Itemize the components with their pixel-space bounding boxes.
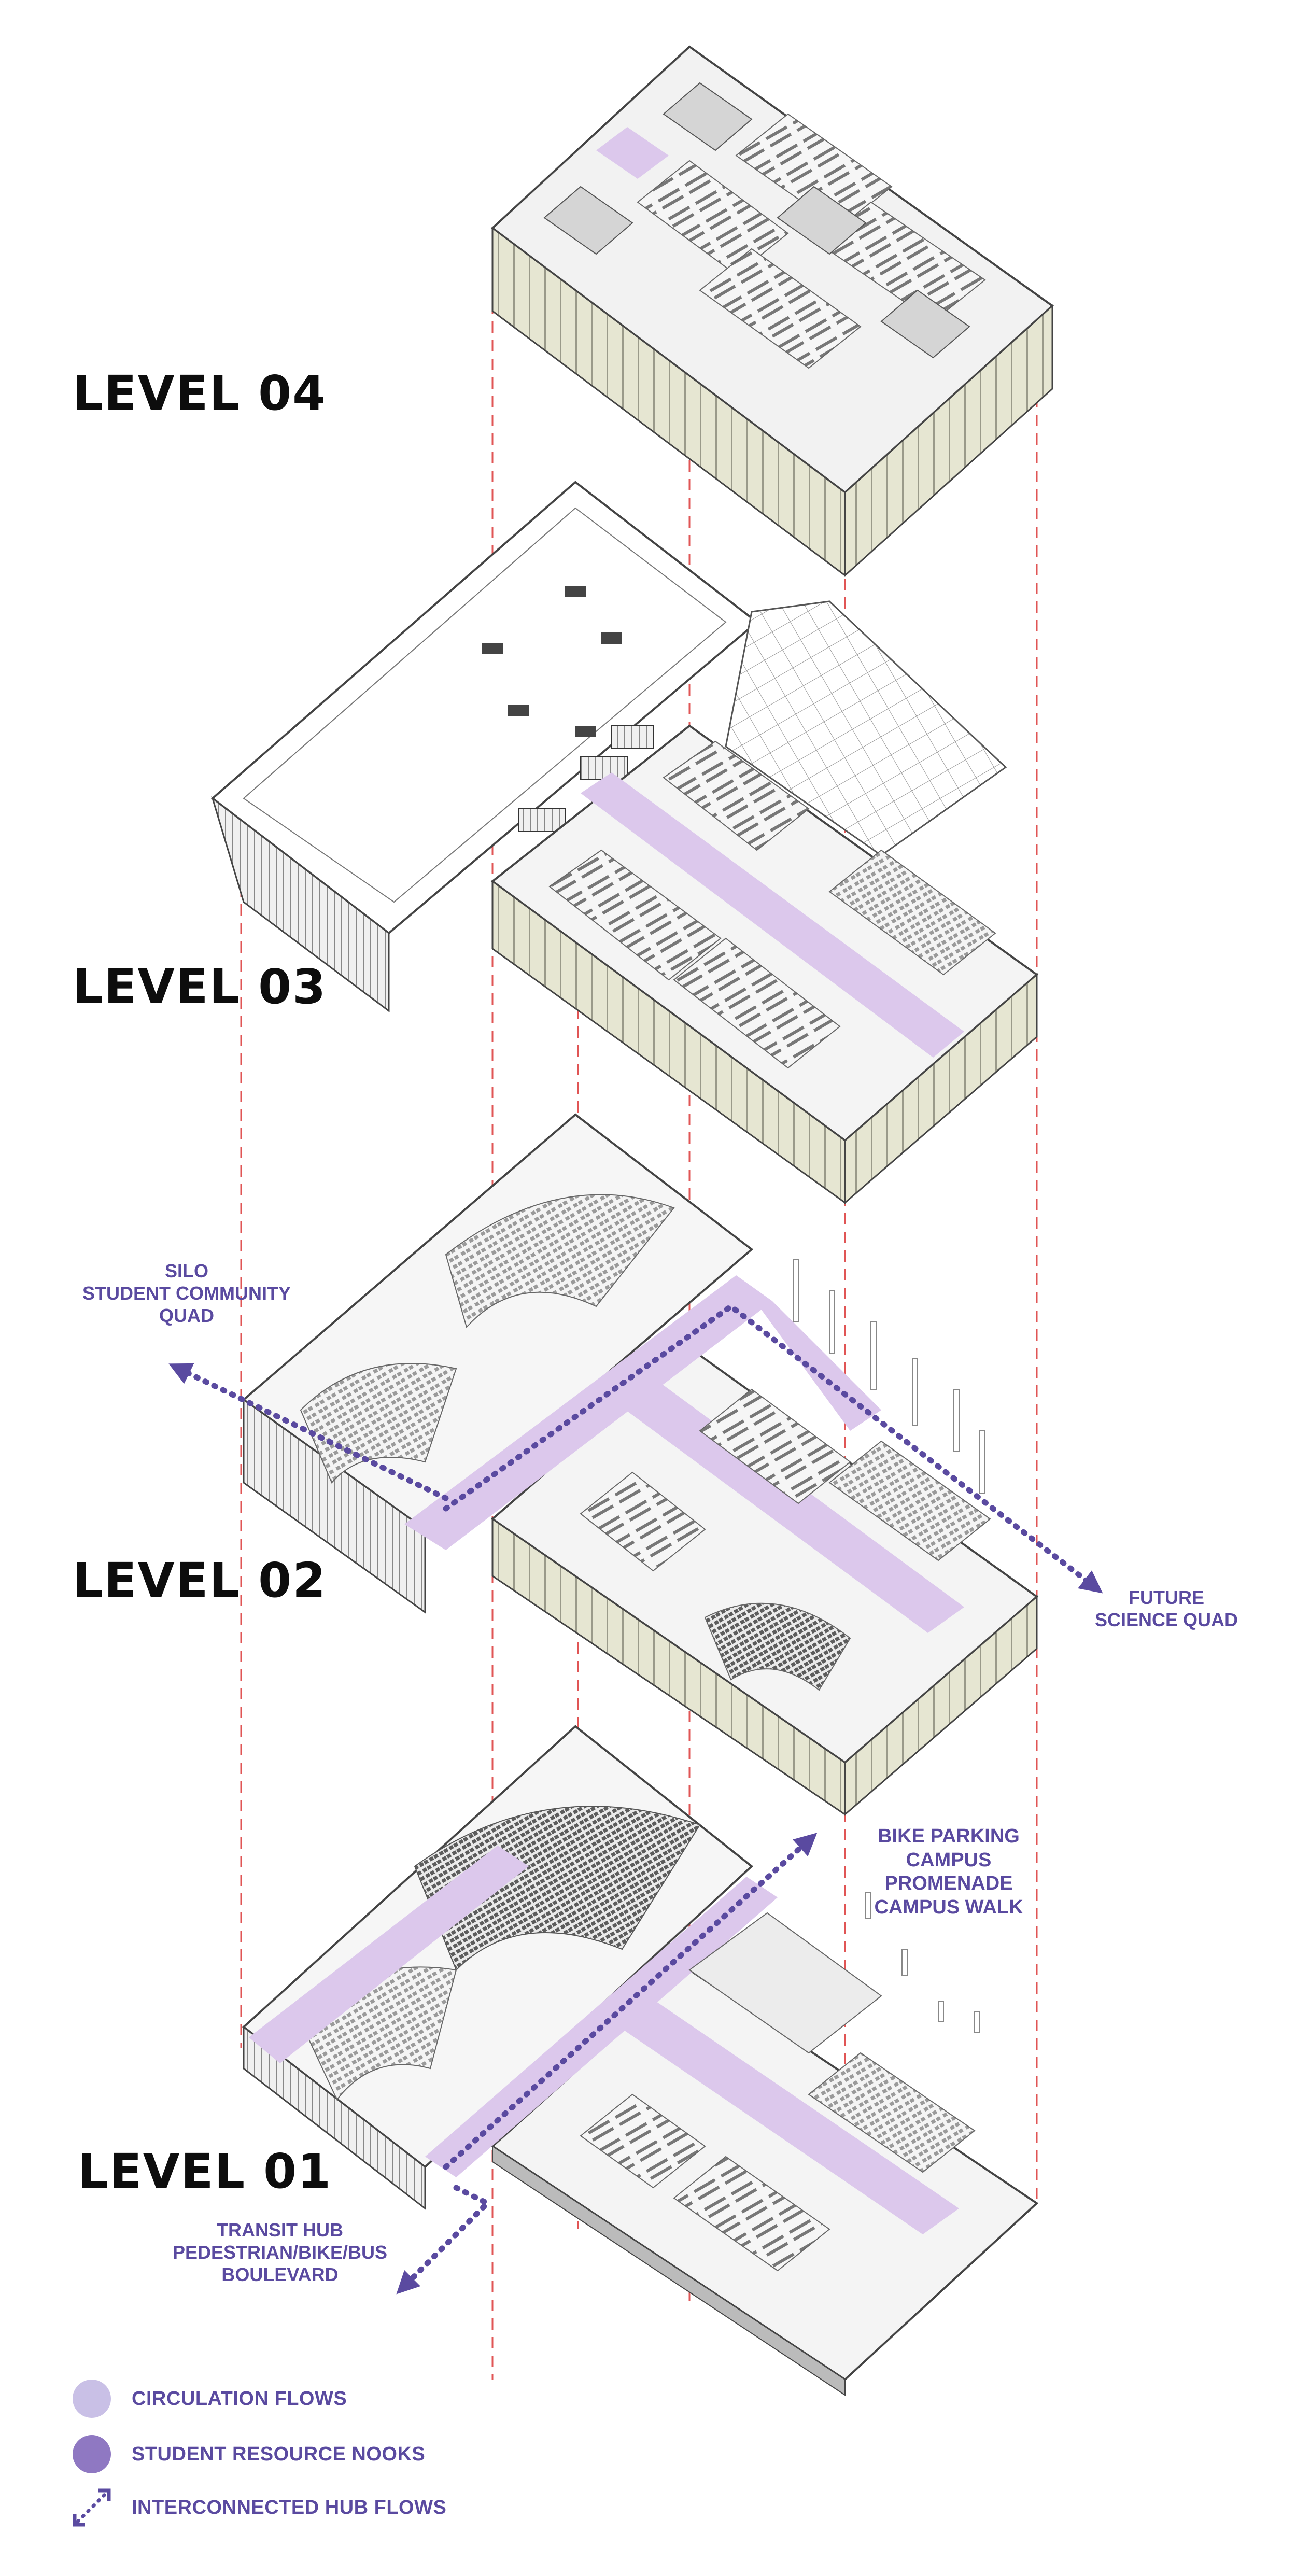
bike-line-3: CAMPUS WALK [874,1896,1023,1918]
level-04-floor-plan [490,45,1054,578]
level-02-label: LEVEL 02 [73,1553,327,1608]
level-01-label: LEVEL 01 [78,2144,332,2199]
transit-line-1: TRANSIT HUB [217,2219,343,2241]
silo-line-1: SILO [164,1260,208,1282]
transit-line-2: PEDESTRIAN/BIKE/BUS [172,2242,388,2263]
legend-label-nooks: STUDENT RESOURCE NOOKS [132,2443,426,2465]
level-03-floor-plan [210,481,1039,1205]
level-02-floor-plan [242,1113,1039,1817]
legend-label-hub-flows: INTERCONNECTED HUB FLOWS [132,2496,447,2518]
future-line-2: SCIENCE QUAD [1094,1609,1238,1631]
light-circle-icon [73,2380,111,2418]
transit-annotation: TRANSIT HUB PEDESTRIAN/BIKE/BUS BOULEVAR… [171,2219,389,2286]
level-04-label: LEVEL 04 [73,365,327,421]
legend-item-hub-flows: INTERCONNECTED HUB FLOWS [73,2488,446,2527]
silo-line-3: QUAD [159,1305,214,1327]
silo-annotation: SILO STUDENT COMMUNITY QUAD [78,1260,295,1327]
transit-line-3: BOULEVARD [221,2264,339,2286]
legend-item-nooks: STUDENT RESOURCE NOOKS [73,2435,425,2473]
future-annotation: FUTURE SCIENCE QUAD [1078,1586,1255,1631]
bike-annotation: BIKE PARKING CAMPUS PROMENADE CAMPUS WAL… [840,1825,1058,1919]
legend-label-circulation: CIRCULATION FLOWS [132,2387,347,2410]
dotted-arrows-icon [73,2488,111,2527]
future-line-1: FUTURE [1129,1587,1204,1608]
bike-line-2: CAMPUS PROMENADE [884,1849,1013,1895]
legend-item-circulation: CIRCULATION FLOWS [73,2380,347,2418]
level-03-label: LEVEL 03 [73,959,327,1015]
dark-circle-icon [73,2435,111,2473]
bike-line-1: BIKE PARKING [878,1825,1020,1847]
silo-line-2: STUDENT COMMUNITY [82,1283,291,1304]
hub-flow-arrows [168,1303,1103,2295]
bike-posts [793,1259,985,2033]
